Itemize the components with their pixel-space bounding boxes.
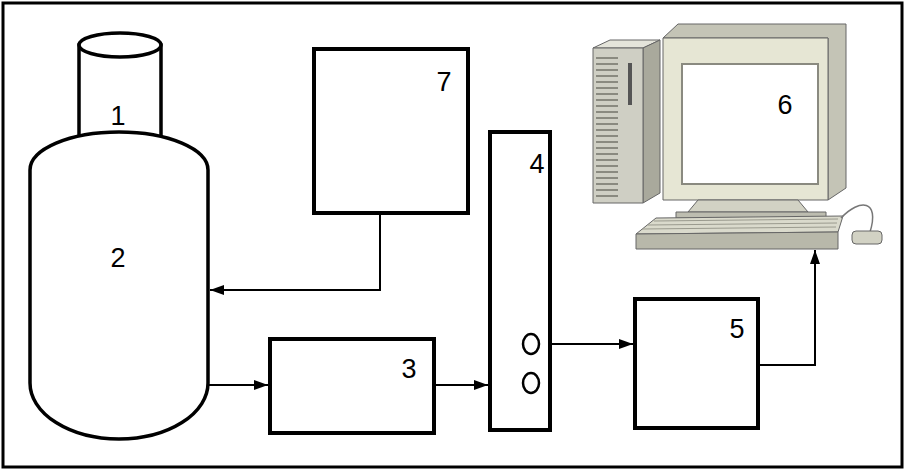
monitor-back <box>663 24 846 200</box>
vent-slat <box>596 177 618 179</box>
cylinder-body-shape <box>30 132 208 439</box>
cylinder-body-outline <box>28 128 210 445</box>
vent-slat <box>596 153 618 155</box>
port-circle <box>523 334 539 354</box>
cylinder-cap <box>79 33 161 57</box>
callout-number: 1 <box>110 103 125 130</box>
vent-slat <box>596 81 618 83</box>
process-box: 3 <box>268 337 436 435</box>
vent-slat <box>596 195 618 197</box>
process-box: 5 <box>633 297 760 430</box>
signal-arrow <box>436 384 488 386</box>
rack-unit: 4 <box>488 130 552 432</box>
signal-arrow <box>552 343 633 345</box>
vent-slat <box>596 93 618 95</box>
vent-slat <box>596 183 618 185</box>
key-row <box>648 223 837 225</box>
vent-slat <box>596 129 618 131</box>
vent-slat <box>596 123 618 125</box>
port-symbols <box>492 134 548 428</box>
callout-number: 3 <box>401 356 416 383</box>
signal-arrow <box>760 250 815 365</box>
callout-number: 2 <box>110 245 125 272</box>
mouse <box>852 231 882 244</box>
monitor-screen <box>682 64 818 184</box>
drive-slot <box>628 63 632 105</box>
computer: 6 <box>588 18 888 250</box>
vent-slat <box>596 189 618 191</box>
vent-slat <box>596 99 618 101</box>
vent-slat <box>596 135 618 137</box>
vent-slat <box>596 75 618 77</box>
callout-number: 4 <box>529 151 544 178</box>
vent-slat <box>596 159 618 161</box>
tower-front <box>593 48 643 203</box>
vent-slat <box>596 57 618 59</box>
keyboard-front <box>636 232 838 249</box>
keyboard-top <box>636 216 843 234</box>
signal-arrow <box>208 384 268 386</box>
vent-slat <box>596 63 618 65</box>
vent-slat <box>596 141 618 143</box>
vent-slat <box>596 117 618 119</box>
callout-number: 6 <box>777 92 792 119</box>
computer-illustration <box>588 18 888 250</box>
monitor-frame <box>663 38 828 200</box>
callout-number: 7 <box>436 69 451 96</box>
vent-slat <box>596 111 618 113</box>
key-row <box>654 219 838 221</box>
process-box: 7 <box>312 47 470 215</box>
vent-slat <box>596 165 618 167</box>
vent-slat <box>596 171 618 173</box>
frame-border <box>3 3 902 467</box>
port-circle <box>523 373 539 393</box>
cylinder-body: 2 <box>28 128 210 445</box>
vent-slat <box>596 105 618 107</box>
callout-number: 5 <box>729 316 744 343</box>
key-row <box>642 227 836 229</box>
signal-arrow <box>210 215 380 290</box>
monitor-stand <box>688 200 808 212</box>
tower-side <box>643 40 660 203</box>
vent-slat <box>596 69 618 71</box>
vent-slat <box>596 147 618 149</box>
mouse-cable <box>841 205 873 232</box>
vent-slat <box>596 87 618 89</box>
